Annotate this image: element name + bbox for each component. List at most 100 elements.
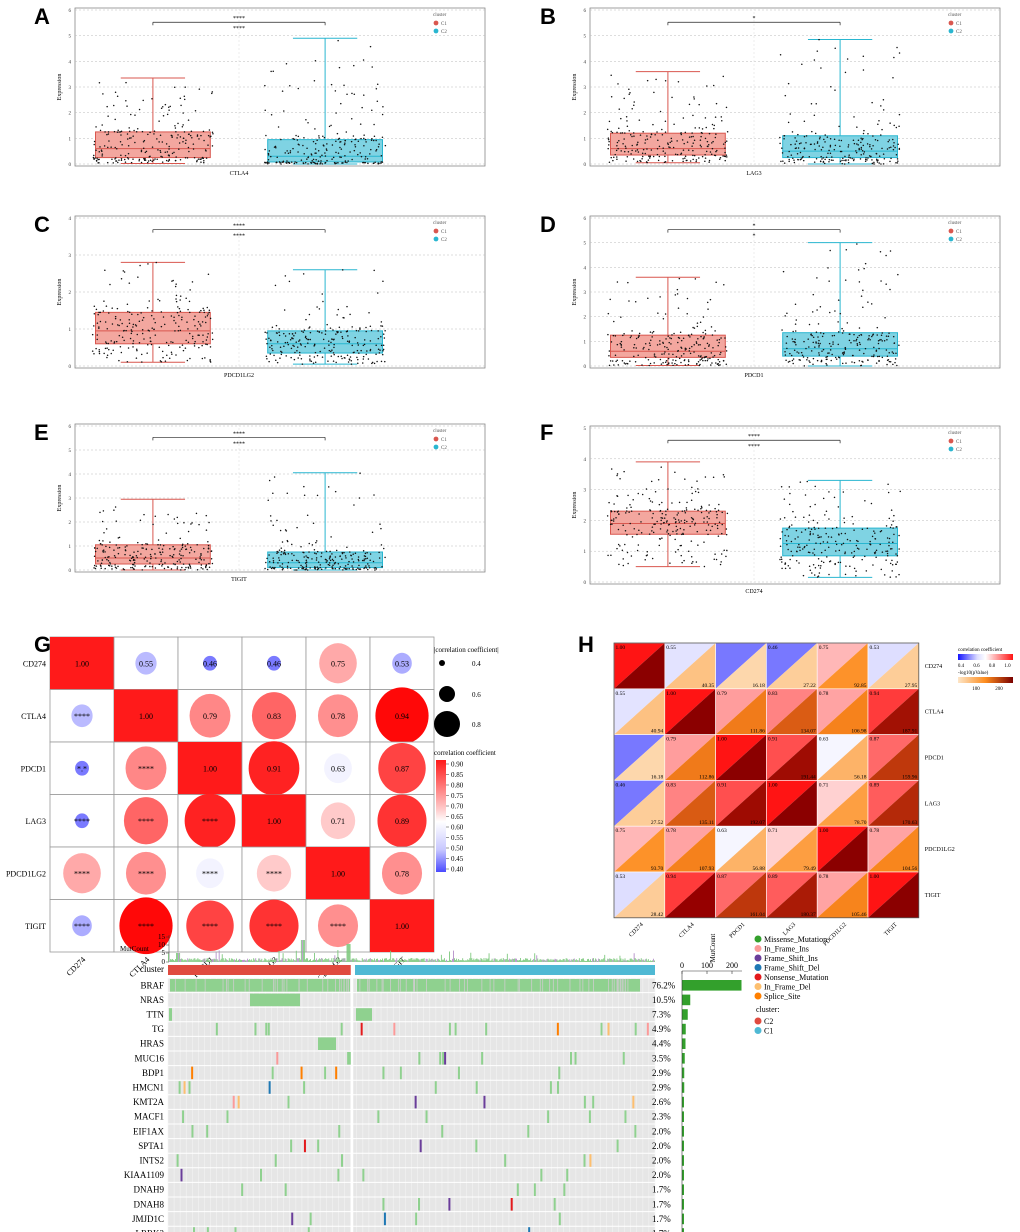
data-point [895,161,897,164]
data-point [96,334,99,336]
mutcount-bar [536,955,538,962]
mutation-cell [418,1198,421,1211]
data-point [276,550,278,553]
mutation-gap [623,979,625,992]
data-point [149,553,152,556]
tick-label: 1 [69,545,72,550]
mutcount-bar [305,958,307,962]
data-point [632,132,635,134]
data-point [271,326,274,328]
data-point [827,267,829,269]
data-point [711,147,714,150]
data-point [285,162,288,164]
data-point [813,161,816,163]
data-point [785,359,787,361]
data-point [269,353,272,355]
data-point [669,534,671,537]
data-point [676,364,678,366]
data-point [839,312,842,315]
data-point [334,561,337,564]
data-point [808,155,811,158]
data-point [269,515,272,517]
pvalue-triangle [715,643,767,689]
cell-value: 0.91 [717,782,727,788]
mutcount-bar [169,960,170,962]
data-point [880,134,882,136]
mutation-cell [188,1081,191,1094]
data-point [885,283,887,285]
cell-value: 0.46 [267,659,281,668]
mutcount-bar [410,958,412,962]
data-point [840,139,843,142]
data-point [332,564,334,567]
data-point [725,555,727,558]
mutcount-bar [323,960,325,962]
data-point [811,572,813,574]
data-point [175,294,178,297]
data-point [616,156,618,158]
correlation-ellipse [125,851,167,895]
correlation-ellipse [256,854,292,892]
data-point [813,554,816,556]
data-point [613,510,616,513]
mutcount-bar [528,960,530,962]
data-point [814,567,817,569]
data-point [890,157,892,160]
data-point [610,509,612,512]
x-axis-label: CD274 [745,589,762,595]
mutation-gap [204,979,206,992]
data-point [679,331,682,334]
mutation-cell [475,1081,478,1094]
data-point [295,161,298,164]
data-point [806,544,808,546]
data-point [640,160,642,163]
mutation-cell [549,1081,552,1094]
data-point [828,573,830,576]
legend-label: C2 [441,238,447,243]
data-point [276,552,278,555]
data-point [114,556,117,559]
data-point [683,142,685,145]
data-point [122,270,125,272]
data-point [720,337,722,339]
data-point [330,83,333,86]
data-point [670,137,673,140]
data-point [134,114,136,116]
data-point [167,513,169,516]
data-point [622,334,624,337]
percentage-label: 2.9% [652,1068,671,1078]
mutation-gap [588,979,590,992]
mutation-cell [483,1095,486,1109]
cell-value: 1.00 [717,737,727,743]
data-point [141,130,144,133]
data-point [669,141,671,144]
data-point [307,163,309,165]
data-point [324,152,326,154]
data-point [153,318,155,320]
data-point [373,269,375,272]
data-point [203,161,205,164]
data-point [838,125,840,128]
mutation-gap [459,979,461,992]
data-point [113,549,115,551]
data-point [181,344,184,346]
data-point [682,160,684,163]
mutcount-bar [346,944,348,962]
significance-label: * [753,234,756,240]
data-point [272,561,275,564]
mutcount-bar [612,960,614,962]
mutcount-bar [279,960,281,962]
data-point [661,501,663,504]
data-point [872,144,874,147]
mutation-cell [215,1022,218,1036]
data-point [624,132,626,134]
legend-label: C1 [441,438,447,443]
row-label: PDCD1LG2 [925,847,955,853]
data-point [167,160,170,162]
data-point [880,163,882,165]
data-point [794,330,797,332]
data-point [202,568,204,570]
data-point [692,135,694,138]
mutcount-bar [508,958,510,962]
data-point [159,544,162,546]
